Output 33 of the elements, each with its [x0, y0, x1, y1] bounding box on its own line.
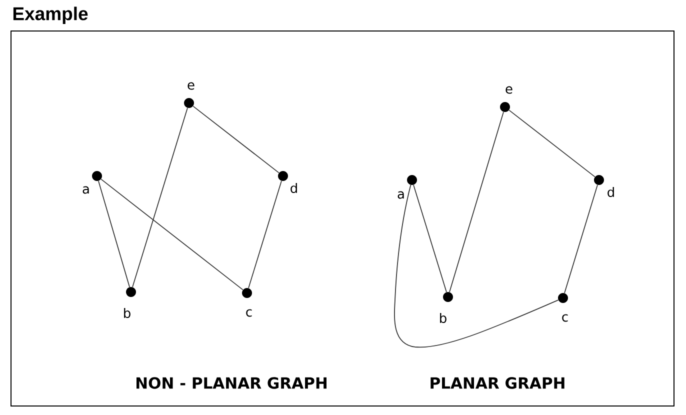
- vertex-dot: [443, 292, 453, 302]
- vertex-label: a: [82, 186, 89, 194]
- edge-line: [100, 178, 244, 290]
- vertex-label: a: [398, 191, 404, 199]
- vertex-label: b: [440, 312, 446, 324]
- edge-line: [413, 184, 447, 292]
- vertex-label: c: [246, 309, 252, 317]
- vertex-label: d: [290, 182, 297, 194]
- edge-line: [192, 106, 280, 174]
- vertex-label: d: [608, 186, 614, 198]
- vertex-dot: [242, 288, 252, 298]
- vertex-label: c: [562, 314, 568, 322]
- vertex-dot: [126, 287, 136, 297]
- vertex-dot: [594, 175, 604, 185]
- title: Example: [13, 6, 88, 24]
- vertex-dot: [92, 171, 102, 181]
- edge-line: [449, 112, 504, 292]
- vertex-dot: [278, 171, 288, 181]
- vertex-label: b: [124, 308, 130, 318]
- vertex-label: e: [188, 82, 194, 90]
- edge-line: [98, 180, 130, 288]
- edge-line: [248, 180, 282, 288]
- vertex-dot: [407, 175, 417, 185]
- vertex-label: e: [506, 86, 512, 94]
- edge-line: [508, 110, 596, 178]
- vertex-dot: [558, 293, 568, 303]
- vertex-dot: [500, 102, 510, 112]
- vertex-dot: [184, 98, 194, 108]
- edge-line: [394, 184, 559, 348]
- graph-caption: NON - PLANAR GRAPH: [136, 377, 326, 389]
- graph-caption: PLANAR GRAPH: [430, 377, 564, 389]
- edge-line: [564, 184, 598, 294]
- edge-line: [132, 108, 188, 288]
